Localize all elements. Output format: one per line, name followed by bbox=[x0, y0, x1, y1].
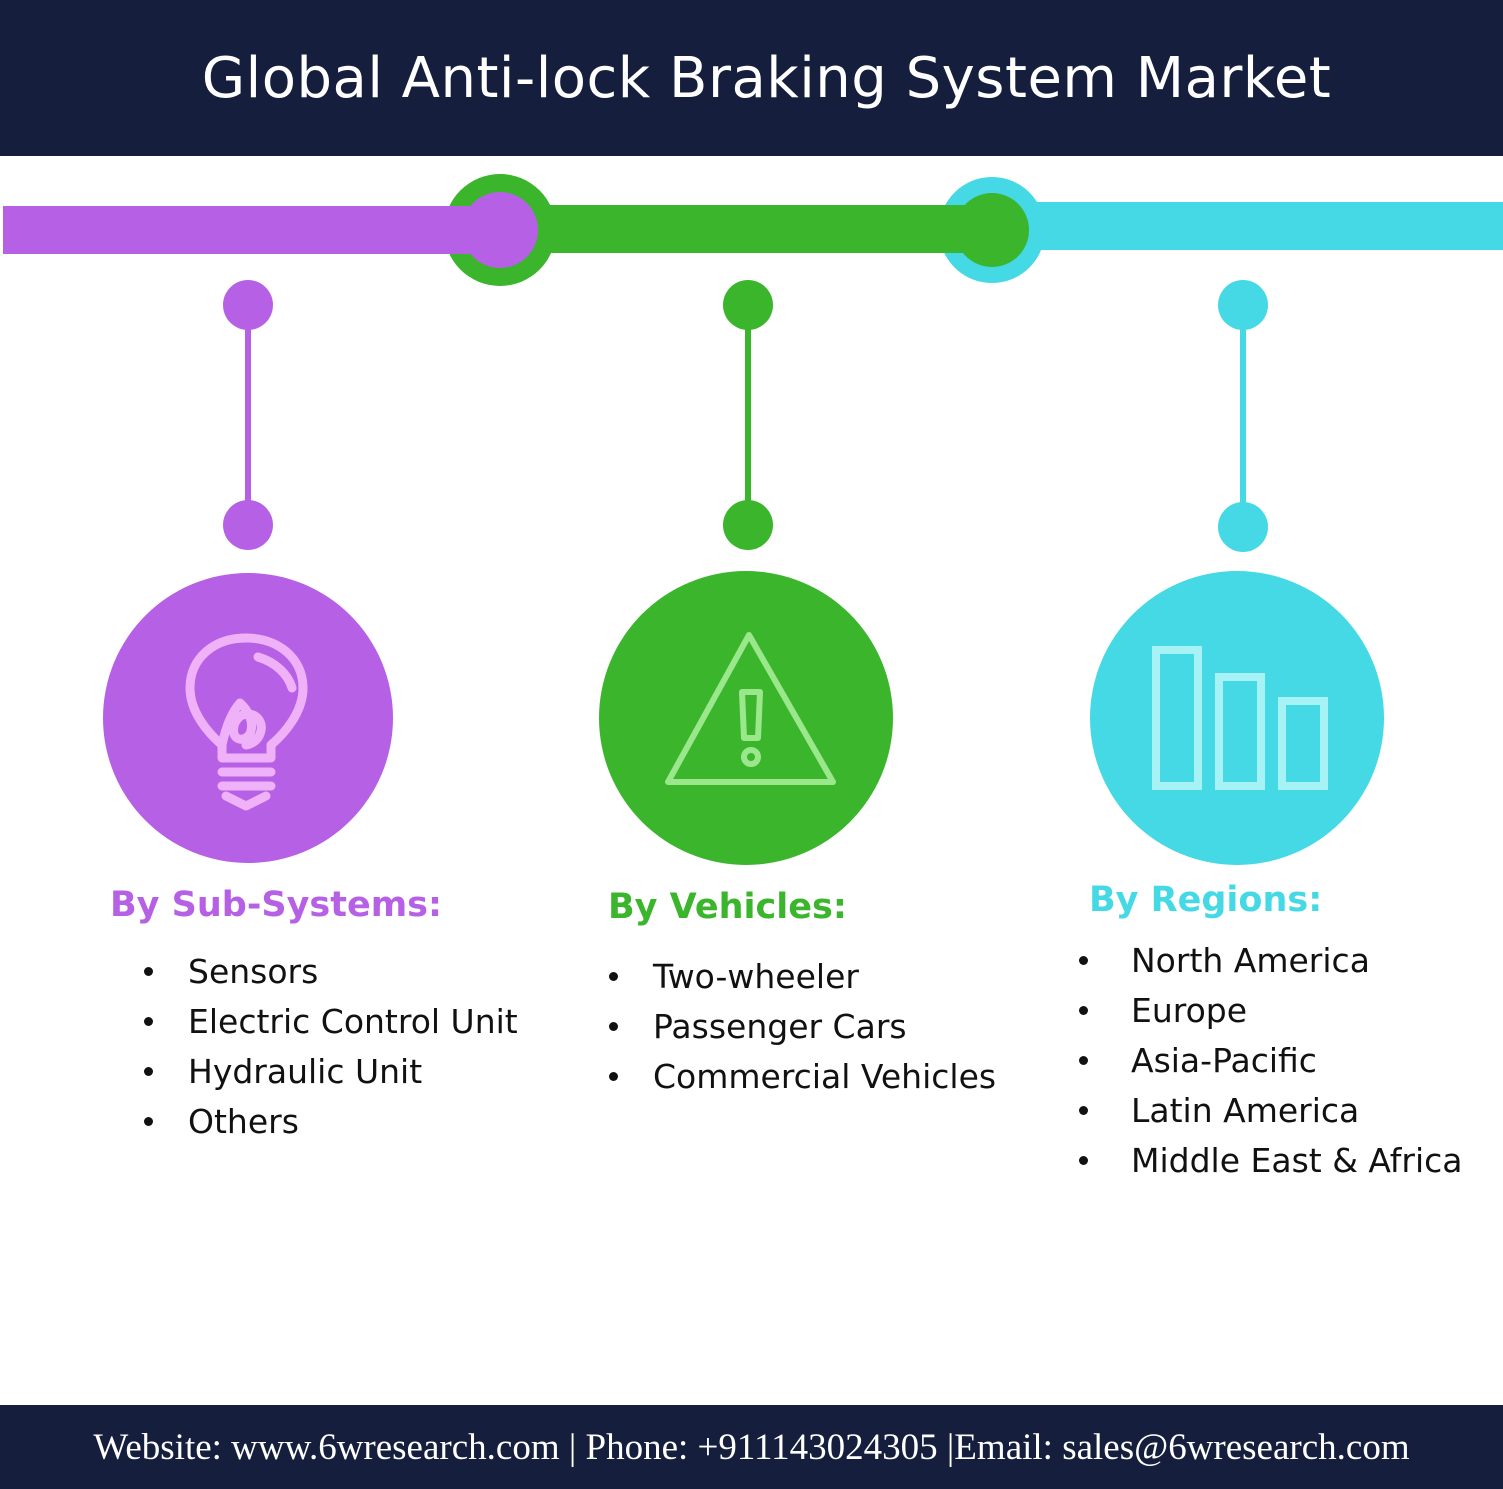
vehicles-list: Two-wheeler Passenger Cars Commercial Ve… bbox=[608, 952, 996, 1102]
list-item: Commercial Vehicles bbox=[608, 1052, 996, 1102]
connector-vehicles bbox=[723, 280, 773, 550]
list-item: Passenger Cars bbox=[608, 1002, 996, 1052]
lightbulb-icon bbox=[185, 633, 308, 811]
contact-info: Website: www.6wresearch.com | Phone: +91… bbox=[93, 1426, 1410, 1468]
regions-list: North America Europe Asia-Pacific Latin … bbox=[1079, 936, 1463, 1186]
timeline-purple-node bbox=[462, 192, 538, 268]
timeline-bar bbox=[3, 174, 1503, 286]
sub-systems-list: Sensors Electric Control Unit Hydraulic … bbox=[144, 947, 518, 1147]
warning-triangle-icon bbox=[665, 632, 836, 785]
infographic-graphic bbox=[3, 174, 1503, 865]
list-item: Two-wheeler bbox=[608, 952, 996, 1002]
list-item: Hydraulic Unit bbox=[144, 1047, 518, 1097]
list-item: North America bbox=[1079, 936, 1463, 986]
list-item: Others bbox=[144, 1097, 518, 1147]
timeline-green-segment bbox=[500, 205, 995, 253]
bar-chart-icon bbox=[1152, 646, 1328, 790]
list-item: Asia-Pacific bbox=[1079, 1036, 1463, 1086]
timeline-green-node bbox=[955, 193, 1029, 267]
page-title: Global Anti-lock Braking System Market bbox=[201, 45, 1332, 111]
timeline-cyan-segment bbox=[992, 202, 1503, 250]
list-item: Middle East & Africa bbox=[1079, 1136, 1463, 1186]
regions-circle bbox=[1090, 571, 1384, 865]
regions-heading: By Regions: bbox=[1089, 880, 1323, 920]
list-item: Electric Control Unit bbox=[144, 997, 518, 1047]
vehicles-heading: By Vehicles: bbox=[608, 887, 847, 927]
list-item: Sensors bbox=[144, 947, 518, 997]
list-item: Europe bbox=[1079, 986, 1463, 1036]
footer-contact-bar: Website: www.6wresearch.com | Phone: +91… bbox=[0, 1405, 1503, 1489]
connector-sub-systems bbox=[223, 280, 273, 550]
connector-regions bbox=[1218, 280, 1268, 552]
timeline-purple-segment bbox=[3, 206, 503, 254]
header-banner: Global Anti-lock Braking System Market bbox=[0, 0, 1503, 156]
sub-systems-heading: By Sub-Systems: bbox=[110, 885, 443, 925]
list-item: Latin America bbox=[1079, 1086, 1463, 1136]
